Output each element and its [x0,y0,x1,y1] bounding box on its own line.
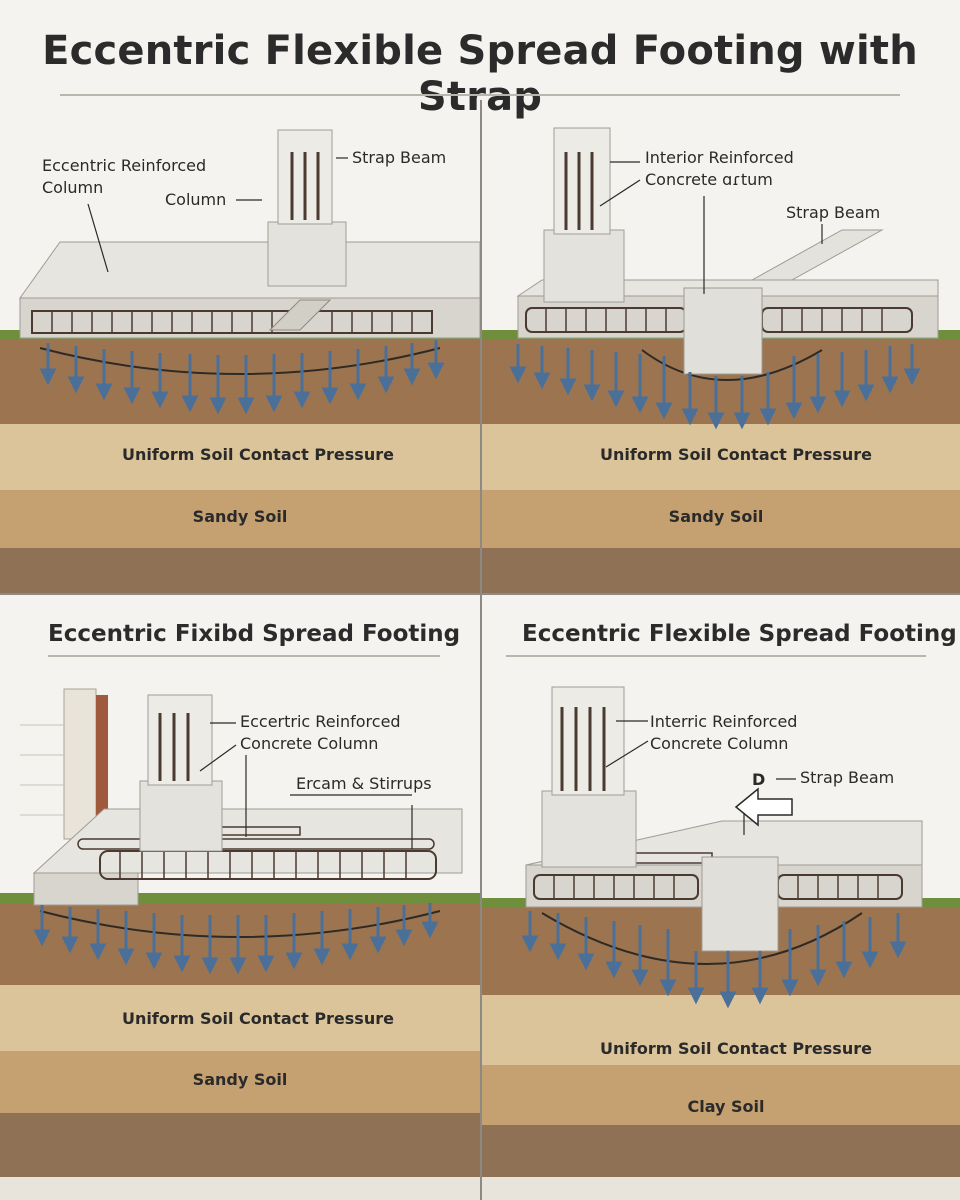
soil-pressure-arrows [509,344,921,430]
interior-footing-block [701,856,779,952]
soil-pressure-arrows [521,911,907,1009]
soil-type-label: Clay Soil [687,1097,765,1116]
column-pedestal [139,780,223,852]
soil-gravel-layer [0,1113,480,1177]
column-shaft [553,127,611,235]
strap-beam-stub [268,299,332,331]
soil-mid-layer [0,490,480,548]
panel-top-left: Eccentric Reinforced Column Column Strap… [0,100,480,593]
strap-beam-label: Strap Beam [800,768,895,787]
panel-4-illustration [482,686,960,1200]
brick-wall [63,688,97,840]
soil-sand-layer [0,985,480,1051]
vertical-divider [480,100,482,1200]
panel-heading-underline [48,655,440,657]
rebar-cage [533,874,699,900]
horizontal-divider [0,593,960,595]
column-label: Interric Reinforced Concrete Column [650,712,798,753]
panel-heading: Eccentric Flexible Spread Footing [522,621,957,647]
pressure-label: Uniform Soil Contact Pressure [122,445,394,464]
brick-wall-side [96,695,108,835]
panel-3-illustration [0,688,480,1200]
soil-gravel-layer [482,1125,960,1177]
soil-type-label: Sandy Soil [192,507,288,526]
panel-heading: Eccentric Fixibd Spread Footing [48,621,461,647]
pressure-label: Uniform Soil Contact Pressure [122,1009,394,1028]
pebble-base [0,1177,480,1200]
strap-beam-top [750,229,884,281]
soil-sand-layer [0,424,480,490]
soil-sand-layer [482,424,960,490]
column-shaft [147,694,213,786]
pressure-label: Uniform Soil Contact Pressure [600,445,872,464]
footing-slab-top [19,241,480,299]
column-pedestal [543,229,625,303]
panel-heading-underline [506,655,926,657]
rebar-cage-inner [77,838,435,850]
pebble-base [482,1177,960,1200]
footing-slab-front [33,872,139,906]
column-shaft [551,686,625,796]
soil-gravel-layer [482,548,960,593]
panel-2-illustration [482,127,960,593]
panel-1-illustration [0,129,480,593]
column-label: Eccertric Reinforced Concrete Column [240,712,401,753]
soil-mid-layer [482,490,960,548]
soil-sand-layer [482,995,960,1065]
column-pedestal [267,221,347,287]
title-underline [60,94,900,96]
footing-slab-top [32,808,463,874]
column-pedestal [541,790,637,868]
soil-mid-layer [0,1051,480,1113]
column-label: Column [165,190,227,209]
panel-top-right: Interior Reinforced Concrete ɑɾtum Strap… [482,100,960,593]
soil-pressure-arrows [33,903,439,975]
stirrups-label: Ercam & Stirrups [296,774,432,793]
interior-column-label: Interior Reinforced Concrete ɑɾtum [645,148,794,189]
pressure-bulb-curve [641,349,823,381]
interior-footing-block [683,287,763,375]
main-title: Eccentric Flexible Spread Footing with S… [42,28,918,120]
panel-bottom-left: Eccentric Fixibd Spread Footing Eccertri… [0,595,480,1200]
eccentric-column-label: Eccentric Reinforced Column [42,156,207,197]
soil-topsoil-layer [0,899,480,985]
pressure-label: Uniform Soil Contact Pressure [600,1039,872,1058]
rebar-cage [99,850,437,880]
d-marker-label: D [752,770,766,789]
strap-beam-section-marker [734,787,793,827]
strap-beam-label: Strap Beam [352,148,447,167]
strap-beam-label: Strap Beam [786,203,881,222]
soil-gravel-layer [0,548,480,593]
soil-type-label: Sandy Soil [192,1070,288,1089]
soil-pressure-arrows [39,340,445,415]
footing-slab-front [19,297,480,339]
soil-mid-layer [482,1065,960,1125]
soil-type-label: Sandy Soil [668,507,764,526]
panel-bottom-right: Eccentric Flexible Spread Footing Interr… [482,595,960,1200]
grass-strip [0,893,480,903]
pressure-bulb-curve [39,910,441,938]
